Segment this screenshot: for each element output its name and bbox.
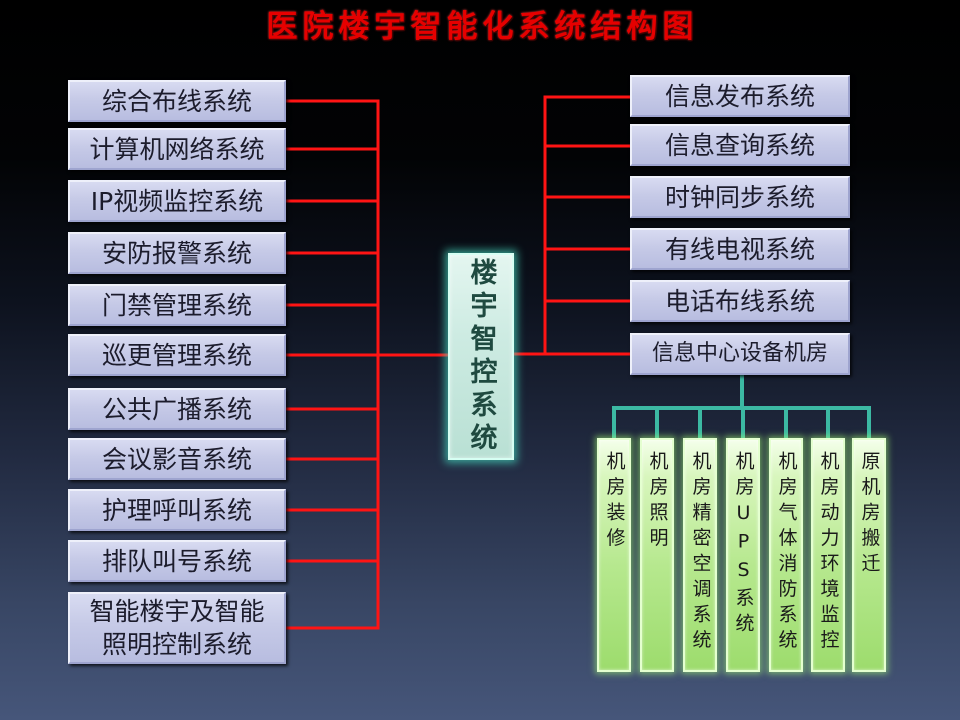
subsystem-box-precision-ac: 机房精密空调系统 <box>683 438 717 672</box>
system-box-integrated-cabling: 综合布线系统 <box>68 80 286 122</box>
system-box-access-control: 门禁管理系统 <box>68 284 286 326</box>
system-box-label-line: 智能楼宇及智能 <box>89 597 265 626</box>
subsystem-box-room-lighting: 机房照明 <box>640 438 674 672</box>
subsystem-box-power-environment-monitoring: 机房动力环境监控 <box>811 438 845 672</box>
subsystem-label: 原机房搬迁 <box>858 451 881 579</box>
central-control-node: 楼宇智控系统 <box>448 253 514 460</box>
central-control-label: 楼宇智控系统 <box>465 257 497 456</box>
system-box-ip-video-surveillance: IP视频监控系统 <box>68 180 286 222</box>
subsystem-box-gas-fire-suppression: 机房气体消防系统 <box>769 438 803 672</box>
subsystem-box-ups: 机房UPS系统 <box>726 438 760 672</box>
system-box-information-publishing: 信息发布系统 <box>630 75 850 117</box>
system-box-information-query: 信息查询系统 <box>630 124 850 166</box>
subsystem-label: 机房精密空调系统 <box>689 451 712 655</box>
system-box-clock-sync: 时钟同步系统 <box>630 176 850 218</box>
subsystem-label: 机房动力环境监控 <box>817 451 840 655</box>
subsystem-label: 机房UPS系统 <box>732 451 755 639</box>
subsystem-label: 机房气体消防系统 <box>775 451 798 655</box>
diagram-title: 医院楼宇智能化系统结构图 <box>266 9 699 45</box>
system-box-queue-calling: 排队叫号系统 <box>68 540 286 582</box>
system-box-label-line: 照明控制系统 <box>101 630 252 659</box>
system-box-public-address: 公共广播系统 <box>68 388 286 430</box>
system-box-data-center-room: 信息中心设备机房 <box>630 333 850 375</box>
system-box-cable-tv: 有线电视系统 <box>630 228 850 270</box>
subsystem-label: 机房照明 <box>646 451 669 553</box>
system-box-computer-network: 计算机网络系统 <box>68 128 286 170</box>
system-box-conference-av: 会议影音系统 <box>68 438 286 480</box>
system-box-telephone-cabling: 电话布线系统 <box>630 280 850 322</box>
system-box-guard-patrol: 巡更管理系统 <box>68 334 286 376</box>
system-box-security-alarm: 安防报警系统 <box>68 232 286 274</box>
subsystem-box-room-decoration: 机房装修 <box>597 438 631 672</box>
system-box-building-lighting-control: 智能楼宇及智能 照明控制系统 <box>68 592 286 664</box>
system-box-nurse-call: 护理呼叫系统 <box>68 489 286 531</box>
subsystem-label: 机房装修 <box>603 451 626 553</box>
subsystem-box-room-relocation: 原机房搬迁 <box>852 438 886 672</box>
